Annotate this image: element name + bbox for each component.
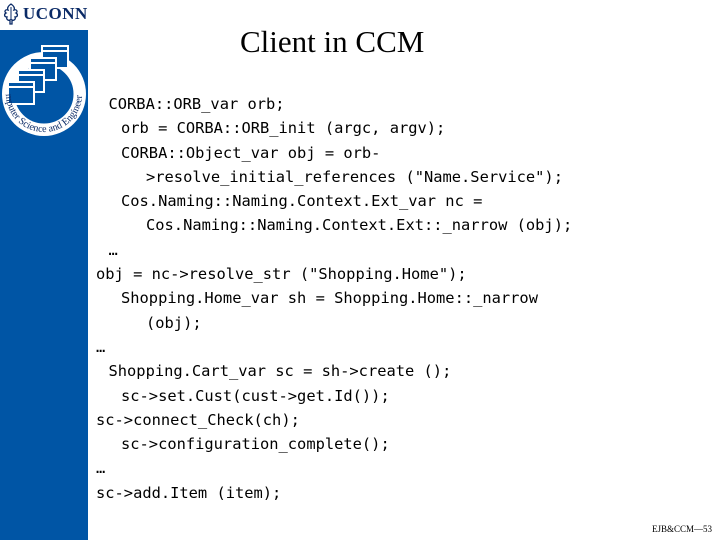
stacked-windows-icon: Computer Science and Engineering	[0, 24, 86, 136]
code-line: …	[108, 240, 118, 259]
code-line: sc->set.Cust(cust->get.Id());	[121, 386, 390, 405]
code-line: …	[96, 459, 106, 478]
code-line: >resolve_initial_references ("Name.Servi…	[146, 167, 563, 186]
cse-logo: Computer Science and Engineering	[0, 24, 88, 150]
code-line: (obj);	[146, 313, 202, 332]
code-line: CORBA::Object_var obj = orb-	[121, 143, 381, 162]
slide-footer-label: EJB&CCM—53	[651, 524, 712, 534]
code-line: Cos.Naming::Naming.Context.Ext_var nc =	[121, 192, 483, 211]
code-line: sc->connect_Check(ch);	[96, 410, 300, 429]
uconn-wordmark: UCONN	[2, 3, 88, 25]
code-line: Shopping.Home_var sh = Shopping.Home::_n…	[121, 289, 538, 308]
uconn-wordmark-text: UCONN	[23, 4, 88, 23]
code-line: Cos.Naming::Naming.Context.Ext::_narrow …	[146, 216, 573, 235]
code-line: …	[96, 337, 106, 356]
code-line: Shopping.Cart_var sc = sh->create ();	[108, 362, 452, 381]
slide-title: Client in CCM	[240, 24, 425, 59]
code-line: CORBA::ORB_var orb;	[108, 95, 285, 113]
code-line: obj = nc->resolve_str ("Shopping.Home");	[96, 265, 467, 284]
oak-leaf-icon	[3, 3, 19, 25]
code-block: CORBA::ORB_var orb;orb = CORBA::ORB_init…	[96, 92, 572, 505]
code-line: orb = CORBA::ORB_init (argc, argv);	[121, 119, 446, 138]
code-line: sc->configuration_complete();	[121, 435, 390, 454]
uconn-header: UCONN	[0, 0, 88, 30]
code-line: sc->add.Item (item);	[96, 483, 282, 502]
